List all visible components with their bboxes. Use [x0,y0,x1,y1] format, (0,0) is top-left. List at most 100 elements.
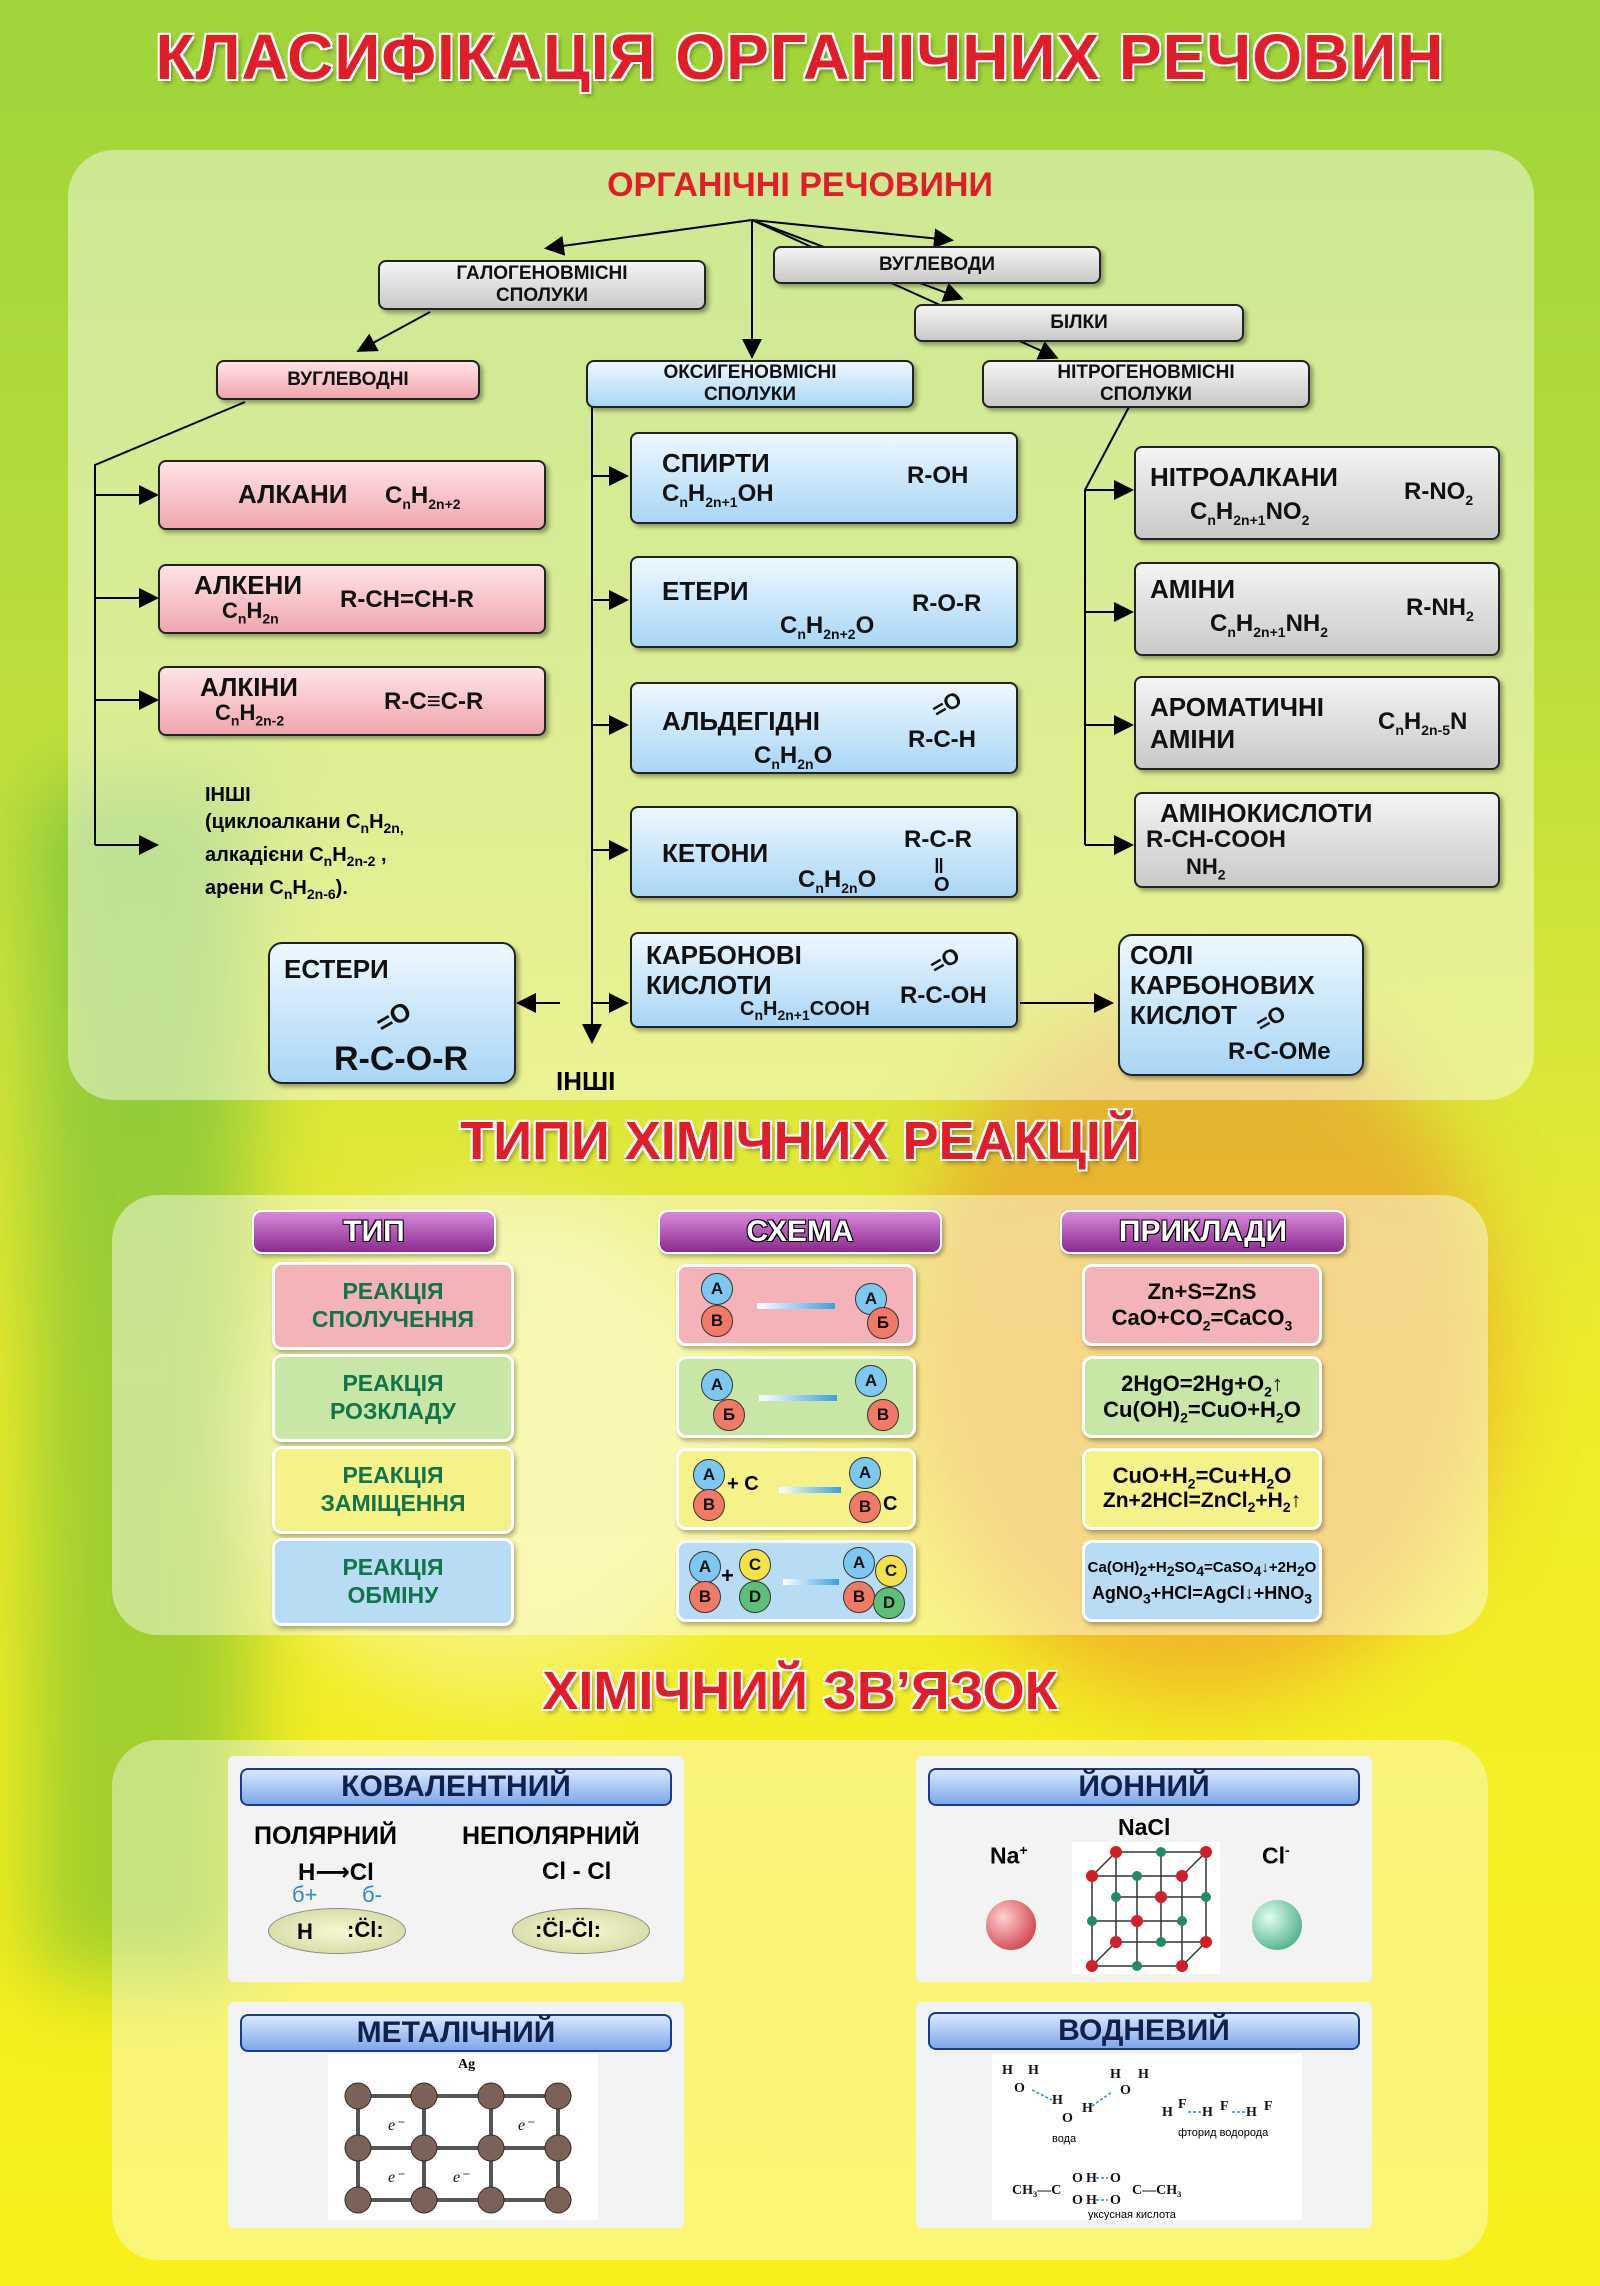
atom-b: Б [713,1399,745,1431]
salts-label2: КАРБОНОВИХ [1130,970,1315,1000]
atom-a: A [693,1459,725,1491]
svg-text:e⁻: e⁻ [388,2169,405,2186]
ketones-box: КЕТОНИ CnH2nO R-C-R ‖O [630,806,1018,898]
alcohols-label: СПИРТИ [662,448,770,478]
scheme-arrow [757,1303,835,1309]
nitroalkanes-box: НІТРОАЛКАНИ CnH2n+1NO2 R-NO2 [1134,446,1500,540]
ex1-line1: Zn+S=ZnS [1147,1279,1257,1304]
ketones-formula: R-C-R [904,826,972,853]
svg-text:CH₃—C: CH₃—C [1012,2183,1061,2198]
na-ion-label: Na+ [990,1842,1028,1869]
reaction-type-3: РЕАКЦІЯ ЗАМІЩЕННЯ [272,1446,514,1534]
example-substitution: CuO+H2=Cu+H2O Zn+2HCl=ZnCl2+H2↑ [1082,1448,1322,1530]
delta-plus: б+ [292,1882,318,1907]
atom-b: B [701,1305,733,1337]
others-line3: арени CnH2n-6). [205,877,348,902]
col-type-header: ТИП [252,1210,496,1254]
covalent-card: КОВАЛЕНТНИЙ ПОЛЯРНИЙ НЕПОЛЯРНИЙ H⟶Cl б+ … [228,1756,684,1982]
halogen-box: ГАЛОГЕНОВМІСНІ СПОЛУКИ [378,260,706,310]
alkenes-general: CnH2n [222,598,279,627]
plus: + [721,1563,734,1588]
alkenes-formula: R-CH=CH-R [340,586,474,613]
atom-d: D [739,1581,771,1613]
arom-label2: АМІНИ [1150,724,1236,754]
halogen-label: ГАЛОГЕНОВМІСНІ СПОЛУКИ [456,263,628,306]
ex3-line2: Zn+2HCl=ZnCl2+H2↑ [1102,1489,1302,1516]
nacl-label: NaCl [1118,1814,1171,1840]
c-label: C [883,1493,898,1515]
nitrogen-label: НІТРОГЕНОВМІСНІ СПОЛУКИ [1057,362,1235,405]
svg-text:H: H [1162,2105,1173,2120]
others-bottom-label: ІНШІ [556,1066,616,1096]
oxygen-label: ОКСИГЕНОВМІСНІ СПОЛУКИ [663,362,837,405]
ethers-box: ЕТЕРИ CnH2n+2O R-O-R [630,556,1018,648]
carbohydrates-label: ВУГЛЕВОДИ [878,254,996,276]
cl-atom: :C̈l: [347,1917,384,1942]
clcl-atoms: :C̈l-C̈l: [535,1917,601,1942]
others-title: ІНШІ [205,784,251,806]
scheme-decomposition: A Б A B [676,1356,916,1438]
reaction-type-4: РЕАКЦІЯ ОБМІНУ [272,1538,514,1626]
water-label: вода [1052,2133,1077,2145]
nitroalkanes-label: НІТРОАЛКАНИ [1150,462,1338,492]
amines-formula: R-NH2 [1406,594,1474,624]
amino-label1: АМІНОКИСЛОТИ [1160,798,1373,828]
esters-box: ЕСТЕРИ R-C-O-R =O [268,942,516,1084]
ethers-formula: R-O-R [912,590,982,617]
svg-text:H: H [1246,2105,1257,2120]
polar-label: ПОЛЯРНИЙ [254,1822,397,1850]
delta-minus: б- [362,1882,382,1907]
ionic-card: ЙОННИЙ NaCl Na+ Cl- [916,1756,1372,1982]
scheme-substitution: A B + C A B C [676,1448,916,1530]
nitroalkanes-general: CnH2n+1NO2 [1190,498,1310,528]
alcohols-general: CnH2n+1OH [662,480,774,510]
nonpolar-cloud: :C̈l-C̈l: [512,1908,650,1954]
svg-text:H: H [1110,2067,1121,2082]
atom-d: D [873,1587,905,1619]
alkanes-box: АЛКАНИ CnH2n+2 [158,460,546,530]
atom-a: A [701,1273,733,1305]
aldehydes-label: АЛЬДЕГІДНІ [662,706,821,736]
acids-label1: КАРБОНОВІ [646,940,802,970]
others-block: ІНШІ (циклоалкани CnH2n, алкадієни CnH2n… [205,782,404,908]
svg-text:H: H [1028,2063,1039,2078]
scheme-exchange: A B + C D A B C D [676,1540,916,1622]
alkenes-box: АЛКЕНИ CnH2n R-CH=CH-R [158,564,546,634]
scheme-combination: A B A Б [676,1264,916,1346]
atom-a: A [849,1457,881,1489]
scheme-arrow [779,1487,841,1493]
aromatic-amines-box: АРОМАТИЧНІ АМІНИ CnH2n-5N [1134,676,1500,770]
esters-label: ЕСТЕРИ [284,954,389,984]
atom-b: Б [867,1307,899,1339]
hf-label: фторид водорода [1178,2127,1269,2139]
clcl-formula: Cl - Cl [542,1858,612,1885]
svg-text:H: H [1086,2171,1097,2186]
metallic-card: МЕТАЛІЧНИЙ Ag e⁻e⁻e⁻e⁻ [228,2002,684,2228]
svg-text:e⁻: e⁻ [518,2117,535,2134]
amines-label: АМІНИ [1150,574,1236,604]
ketone-oxygen: ‖O [934,856,950,896]
hydrocarbons-box: ВУГЛЕВОДНІ [216,360,480,400]
salts-label1: СОЛІ [1130,940,1194,970]
acid-oxygen: =O [925,942,964,979]
metallic-header: МЕТАЛІЧНИЙ [240,2014,672,2052]
alkanes-label: АЛКАНИ [238,479,348,509]
acetic-label: уксусная кислота [1088,2209,1177,2220]
aldehydes-formula: R-C-H [908,726,976,753]
svg-text:H: H [1002,2063,1013,2078]
alcohols-box: СПИРТИ CnH2n+1OH R-OH [630,432,1018,524]
alkynes-general: CnH2n-2 [215,700,285,729]
bg-tube [30,780,250,1980]
scheme-arrow [783,1579,839,1585]
col-scheme-header: СХЕМА [658,1210,942,1254]
alkenes-label: АЛКЕНИ [194,570,303,600]
atom-b: B [867,1399,899,1431]
nacl-lattice [1072,1842,1220,1974]
atom-a: A [701,1369,733,1401]
ketones-general: CnH2nO [798,866,877,896]
alkynes-formula: R-C≡C-R [384,688,484,715]
acids-general: CnH2n+1COOH [740,998,870,1023]
atom-b: B [849,1491,881,1523]
